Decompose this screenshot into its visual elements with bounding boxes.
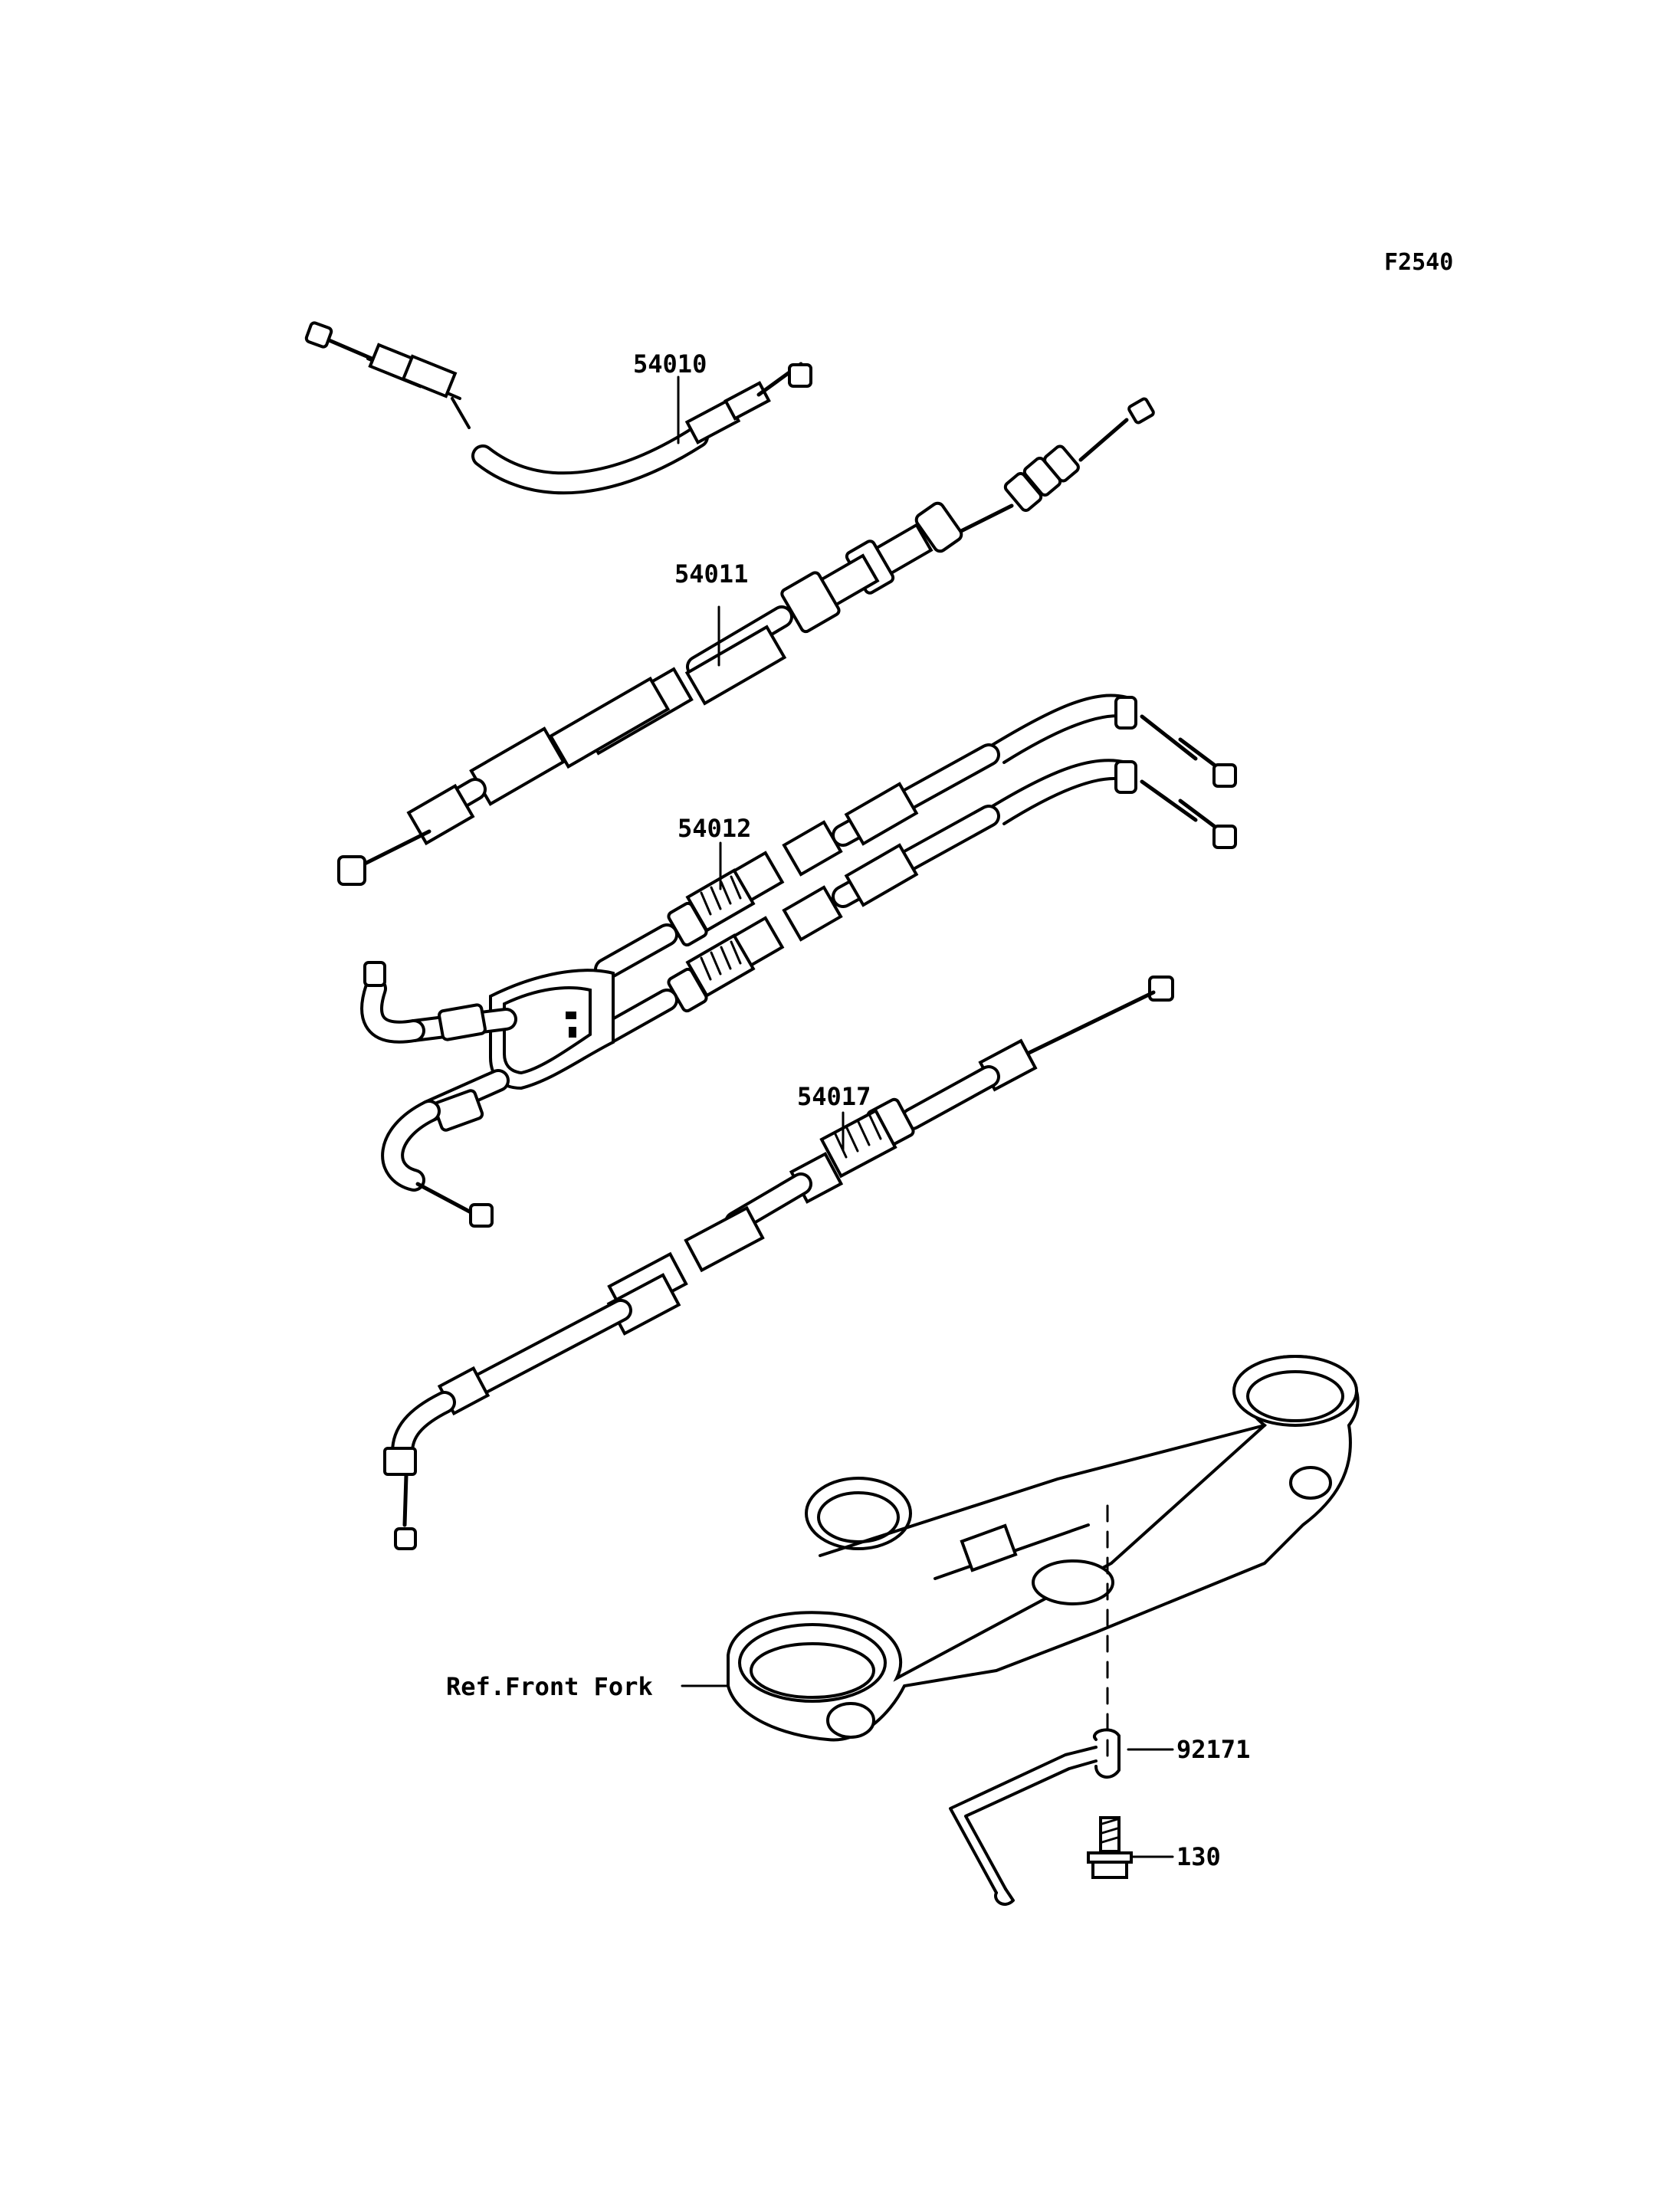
- part-label-54011: 54011: [674, 559, 748, 589]
- cable-54011: [337, 397, 1155, 886]
- front-fork-bracket: [681, 1354, 1360, 1764]
- clamp-92171: [949, 1728, 1174, 1906]
- part-label-54010: 54010: [633, 349, 707, 379]
- part-label-54012: 54012: [678, 814, 751, 843]
- part-label-130: 130: [1176, 1842, 1221, 1871]
- part-label-92171: 92171: [1176, 1735, 1250, 1764]
- cable-54010: [304, 321, 812, 495]
- cable-54012: [360, 694, 1237, 1228]
- figure-code: F2540: [1384, 249, 1453, 276]
- adjuster-ribbed-54017: [819, 1108, 897, 1179]
- cable-54017: [383, 976, 1174, 1550]
- junction-block: [489, 969, 615, 1090]
- bolt-130: [1087, 1816, 1174, 1879]
- ref-front-fork-label: Ref.Front Fork: [446, 1672, 653, 1701]
- part-label-54017: 54017: [797, 1082, 871, 1111]
